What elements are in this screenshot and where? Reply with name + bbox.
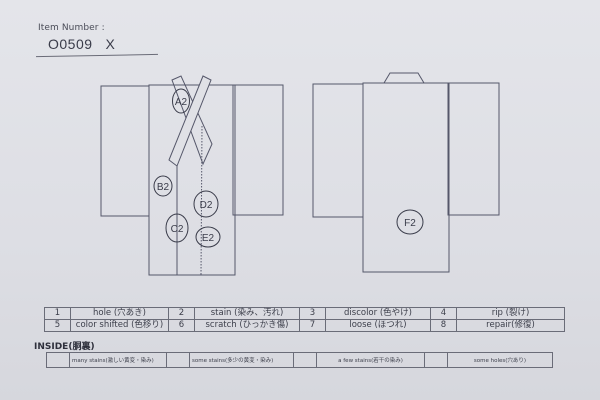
legend-num: 7: [299, 319, 326, 332]
few-stains-checkbox[interactable]: [293, 352, 317, 368]
legend-label: scratch (ひっかき傷): [194, 319, 300, 332]
mark-a2-circle: [172, 88, 190, 114]
right-sleeve: [447, 82, 500, 216]
legend-num: 3: [299, 307, 326, 320]
item-number-value: O0509 X: [48, 36, 115, 52]
legend-label: hole (穴あき): [70, 307, 169, 320]
legend-label: loose (ほつれ): [325, 319, 431, 332]
item-number: O0509: [48, 36, 93, 52]
legend-num: 4: [430, 307, 457, 320]
damage-legend-table: 1 hole (穴あき) 2 stain (染み、汚れ) 3 discolor …: [44, 307, 565, 332]
left-sleeve: [312, 83, 364, 218]
mark-b2: B2: [157, 182, 170, 193]
body: [362, 82, 450, 273]
mark-c2: C2: [171, 224, 184, 235]
legend-num: 8: [430, 319, 457, 332]
legend-label: discolor (色やけ): [325, 307, 431, 320]
legend-label: rip (裂け): [456, 307, 565, 320]
option-some-stains: some stains(多少の黄変・染み): [189, 352, 294, 368]
many-stains-checkbox[interactable]: [46, 352, 70, 368]
inside-section-title: INSIDE(胴裏): [34, 342, 95, 352]
option-some-holes: some holes(穴あり): [447, 352, 553, 368]
option-many-stains: many stains(激しい黄変・染み): [69, 352, 167, 368]
collar-tab: [383, 72, 425, 84]
item-number-label: Item Number :: [38, 23, 105, 33]
item-number-underline: [36, 53, 158, 58]
legend-num: 2: [168, 307, 195, 320]
mark-f2: F2: [404, 218, 416, 229]
some-holes-checkbox[interactable]: [424, 352, 448, 368]
body: [148, 84, 236, 276]
legend-row: 5 color shifted (色移り) 6 scratch (ひっかき傷) …: [44, 319, 565, 332]
mark-a2: A2: [175, 97, 188, 108]
legend-num: 6: [168, 319, 195, 332]
legend-label: stain (染み、汚れ): [194, 307, 300, 320]
left-sleeve: [100, 85, 150, 217]
legend-num: 5: [44, 319, 71, 332]
inside-condition-table: many stains(激しい黄変・染み) some stains(多少の黄変・…: [46, 352, 553, 368]
legend-row: 1 hole (穴あき) 2 stain (染み、汚れ) 3 discolor …: [44, 307, 565, 320]
some-stains-checkbox[interactable]: [166, 352, 190, 368]
legend-label: repair(修復): [456, 319, 565, 332]
mark-d2: D2: [200, 200, 213, 211]
right-sleeve: [232, 84, 284, 216]
legend-num: 1: [44, 307, 71, 320]
inside-row: many stains(激しい黄変・染み) some stains(多少の黄変・…: [46, 352, 553, 368]
mark-e2: E2: [202, 233, 215, 244]
option-few-stains: a few stains(若干の染み): [316, 352, 425, 368]
kimono-back-diagram: F2: [300, 70, 500, 280]
item-suffix: X: [105, 36, 116, 52]
legend-label: color shifted (色移り): [70, 319, 169, 332]
kimono-front-diagram: A2 B2 C2 D2 E2: [95, 70, 295, 280]
